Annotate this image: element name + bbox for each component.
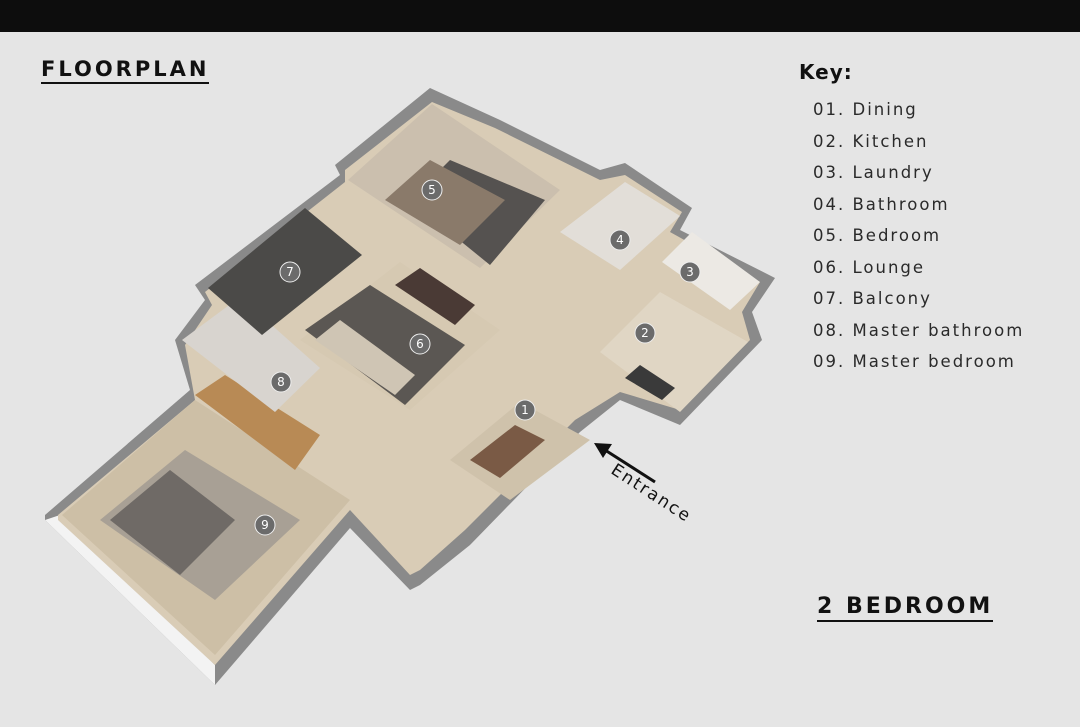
- top-bar: [0, 0, 1080, 32]
- room-kitchen: [600, 292, 748, 412]
- room-marker-8: 8: [270, 371, 292, 393]
- svg-text:8: 8: [277, 375, 285, 389]
- room-marker-5: 5: [421, 179, 443, 201]
- room-marker-4: 4: [609, 229, 631, 251]
- key-item: 07. Balcony: [813, 289, 932, 308]
- room-marker-1: 1: [514, 399, 536, 421]
- svg-text:1: 1: [521, 403, 529, 417]
- svg-text:5: 5: [428, 183, 436, 197]
- wardrobe-master: [195, 375, 320, 470]
- room-marker-2: 2: [634, 322, 656, 344]
- svg-text:3: 3: [686, 265, 694, 279]
- key-item: 06. Lounge: [813, 257, 926, 277]
- sofa: [315, 320, 415, 395]
- bed-bedroom: [385, 160, 505, 245]
- tv-unit: [395, 268, 475, 325]
- rug-lounge: [305, 285, 465, 405]
- key-list: 01. Dining 02. Kitchen 03. Laundry 04. B…: [813, 98, 1024, 382]
- room-bathroom: [560, 182, 680, 270]
- page-title: FLOORPLAN: [41, 57, 210, 84]
- key-item: 09. Master bedroom: [813, 352, 1016, 371]
- key-item: 03. Laundry: [813, 163, 934, 182]
- svg-text:2: 2: [641, 326, 649, 340]
- room-marker-7: 7: [279, 261, 301, 283]
- key-item: 08. Master bathroom: [813, 320, 1025, 340]
- dining-table: [470, 425, 545, 478]
- svg-text:4: 4: [616, 233, 624, 247]
- key-item: 05. Bedroom: [813, 226, 942, 245]
- kitchen-counter: [625, 365, 675, 400]
- entrance-arrow-icon: [594, 443, 656, 484]
- svg-text:9: 9: [261, 518, 269, 532]
- key-item: 01. Dining: [813, 100, 918, 119]
- svg-text:6: 6: [416, 337, 424, 351]
- bed-master: [110, 470, 235, 575]
- key-item: 04. Bathroom: [813, 194, 950, 214]
- room-marker-9: 9: [254, 514, 276, 536]
- unit-type-label: 2 BEDROOM: [817, 594, 994, 622]
- room-laundry: [662, 232, 760, 310]
- outer-wall-face: [45, 515, 215, 685]
- room-marker-3: 3: [679, 261, 701, 283]
- key-item: 02. Kitchen: [813, 131, 929, 151]
- room-marker-6: 6: [409, 333, 431, 355]
- svg-text:7: 7: [286, 265, 294, 279]
- key-heading: Key:: [799, 60, 853, 84]
